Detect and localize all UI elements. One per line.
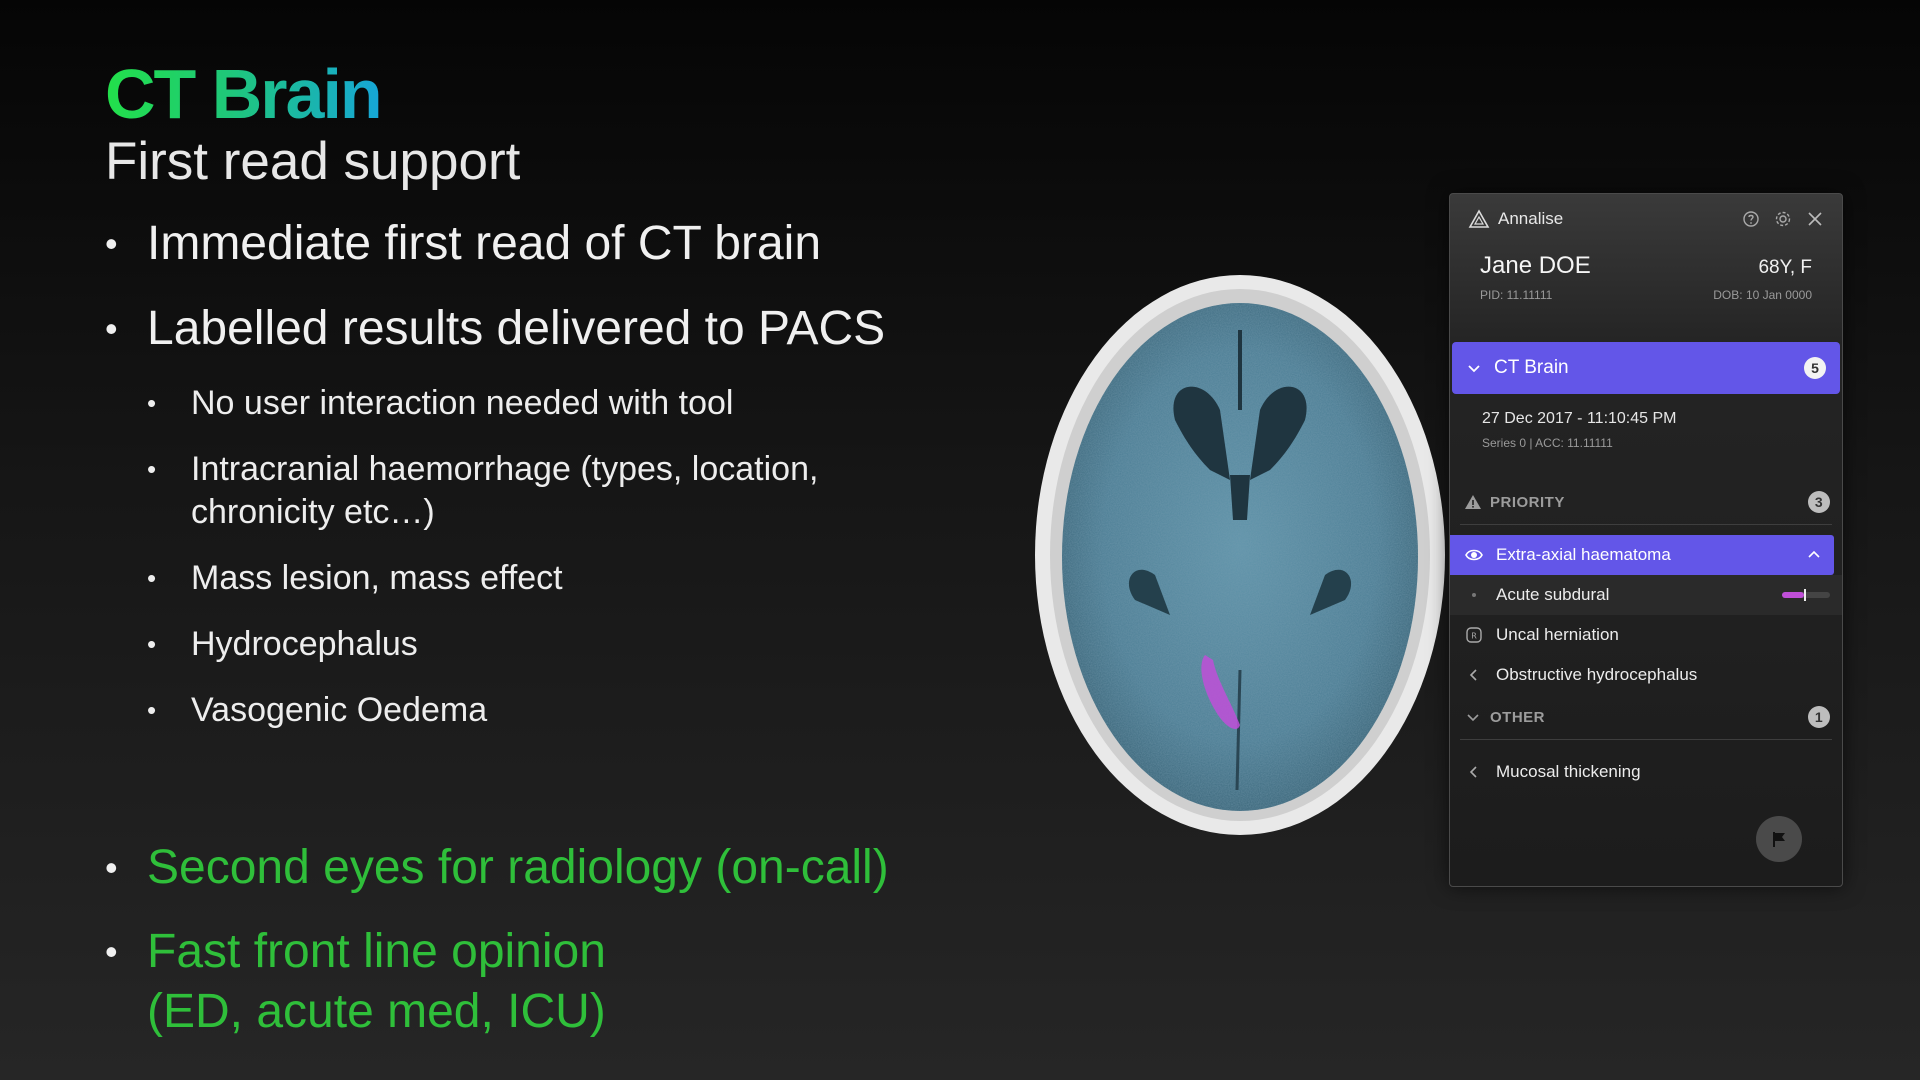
bullet-second-eyes: Second eyes for radiology (on-call): [105, 838, 1005, 898]
finding-label: Acute subdural: [1496, 585, 1610, 604]
chevron-up-icon: [1808, 550, 1820, 558]
patient-age-sex: 68Y, F: [1758, 257, 1812, 278]
bullet-labelled-results: Labelled results delivered to PACS: [105, 301, 965, 357]
sub-bullet-oedema: Vasogenic Oedema: [105, 689, 965, 732]
left-horn: [1128, 569, 1170, 615]
finding-extra-axial-haematoma[interactable]: Extra-axial haematoma: [1450, 535, 1834, 575]
slide-content: CT Brain First read support Immediate fi…: [105, 58, 965, 755]
chevron-left-icon: [1464, 762, 1484, 782]
panel-header: Annalise: [1450, 194, 1842, 244]
brain-texture: [1062, 303, 1418, 811]
bullet-labelled-results-text: Labelled results delivered to PACS: [147, 302, 886, 355]
chevron-down-icon: [1468, 365, 1480, 373]
ct-brain-image: [1025, 270, 1455, 840]
panel-brand: Annalise: [1498, 209, 1564, 228]
help-icon[interactable]: [1742, 210, 1760, 228]
other-divider: [1460, 739, 1832, 740]
main-bullets: Immediate first read of CT brain Labelle…: [105, 216, 965, 357]
study-info: 27 Dec 2017 - 11:10:45 PM Series 0 | ACC…: [1450, 394, 1842, 480]
gear-icon[interactable]: [1774, 210, 1792, 228]
finding-mucosal-thickening[interactable]: Mucosal thickening: [1450, 752, 1842, 792]
chevron-down-icon: [1467, 714, 1479, 722]
confidence-meter-fill: [1782, 592, 1804, 598]
close-icon[interactable]: [1806, 210, 1824, 228]
confidence-meter: [1782, 589, 1830, 601]
other-count-badge: 1: [1808, 706, 1830, 728]
flag-icon: [1773, 832, 1785, 847]
sub-bullet-hydrocephalus: Hydrocephalus: [105, 623, 965, 666]
patient-name: Jane DOE: [1480, 252, 1591, 279]
chevron-left-icon: [1464, 665, 1484, 685]
midline-back: [1235, 669, 1242, 791]
study-label: CT Brain: [1494, 357, 1569, 378]
priority-label: PRIORITY: [1490, 493, 1565, 511]
badge-r-icon: R: [1464, 625, 1484, 645]
finding-acute-subdural[interactable]: Acute subdural: [1450, 575, 1842, 615]
haematoma-highlight: [1201, 655, 1240, 730]
bullet-front-line-line1: Fast front line opinion: [147, 925, 606, 978]
bullet-front-line: Fast front line opinion (ED, acute med, …: [105, 922, 1005, 1042]
ct-brain-svg: [1035, 275, 1445, 835]
green-bullets: Second eyes for radiology (on-call) Fast…: [105, 838, 1005, 1066]
third-ventricle: [1230, 475, 1250, 520]
patient-info: Jane DOE 68Y, F PID: 11.11111 DOB: 10 Ja…: [1450, 244, 1842, 334]
study-ct-brain[interactable]: CT Brain 5: [1452, 342, 1840, 394]
finding-label: Extra-axial haematoma: [1496, 545, 1671, 564]
eye-icon: [1464, 545, 1484, 565]
annalise-panel: Annalise Jane DOE 68Y, F PID: 11.11111 D…: [1449, 193, 1843, 887]
other-section[interactable]: OTHER 1: [1450, 695, 1842, 739]
right-ventricle: [1250, 386, 1307, 480]
bullet-first-read: Immediate first read of CT brain: [105, 216, 965, 272]
warning-icon: [1465, 495, 1481, 509]
finding-label: Uncal herniation: [1496, 625, 1619, 644]
slide-subtitle: First read support: [105, 132, 521, 191]
sub-bullet-no-interaction: No user interaction needed with tool: [105, 382, 965, 425]
bullet-front-line-line2: (ED, acute med, ICU): [147, 985, 606, 1038]
patient-pid: PID: 11.11111: [1480, 288, 1553, 302]
finding-obstructive-hydrocephalus[interactable]: Obstructive hydrocephalus: [1450, 655, 1842, 695]
finding-label: Mucosal thickening: [1496, 762, 1641, 781]
left-ventricle: [1173, 386, 1230, 480]
right-horn: [1310, 569, 1352, 615]
slide-title: CT Brain: [105, 55, 383, 133]
priority-count-badge: 3: [1808, 491, 1830, 513]
study-date: 27 Dec 2017 - 11:10:45 PM: [1482, 410, 1677, 427]
svg-text:R: R: [1471, 632, 1477, 641]
bullet-second-eyes-text: Second eyes for radiology (on-call): [147, 841, 889, 894]
priority-section[interactable]: PRIORITY 3: [1450, 480, 1842, 524]
sub-bullet-mass-lesion: Mass lesion, mass effect: [105, 557, 965, 600]
sub-bullet-haemorrhage: Intracranial haemorrhage (types, locatio…: [105, 448, 965, 534]
finding-uncal-herniation[interactable]: R Uncal herniation: [1450, 615, 1842, 655]
study-count-badge: 5: [1804, 357, 1826, 379]
other-label: OTHER: [1490, 708, 1545, 726]
finding-label: Obstructive hydrocephalus: [1496, 665, 1698, 684]
dot-icon: [1464, 585, 1484, 605]
confidence-meter-tick: [1803, 589, 1806, 601]
flag-button[interactable]: [1756, 816, 1802, 862]
study-meta: Series 0 | ACC: 11.11111: [1482, 436, 1613, 450]
priority-divider: [1460, 524, 1832, 525]
sub-bullets: No user interaction needed with tool Int…: [105, 382, 965, 732]
patient-dob: DOB: 10 Jan 0000: [1713, 288, 1812, 302]
annalise-logo-icon: [1468, 209, 1490, 228]
